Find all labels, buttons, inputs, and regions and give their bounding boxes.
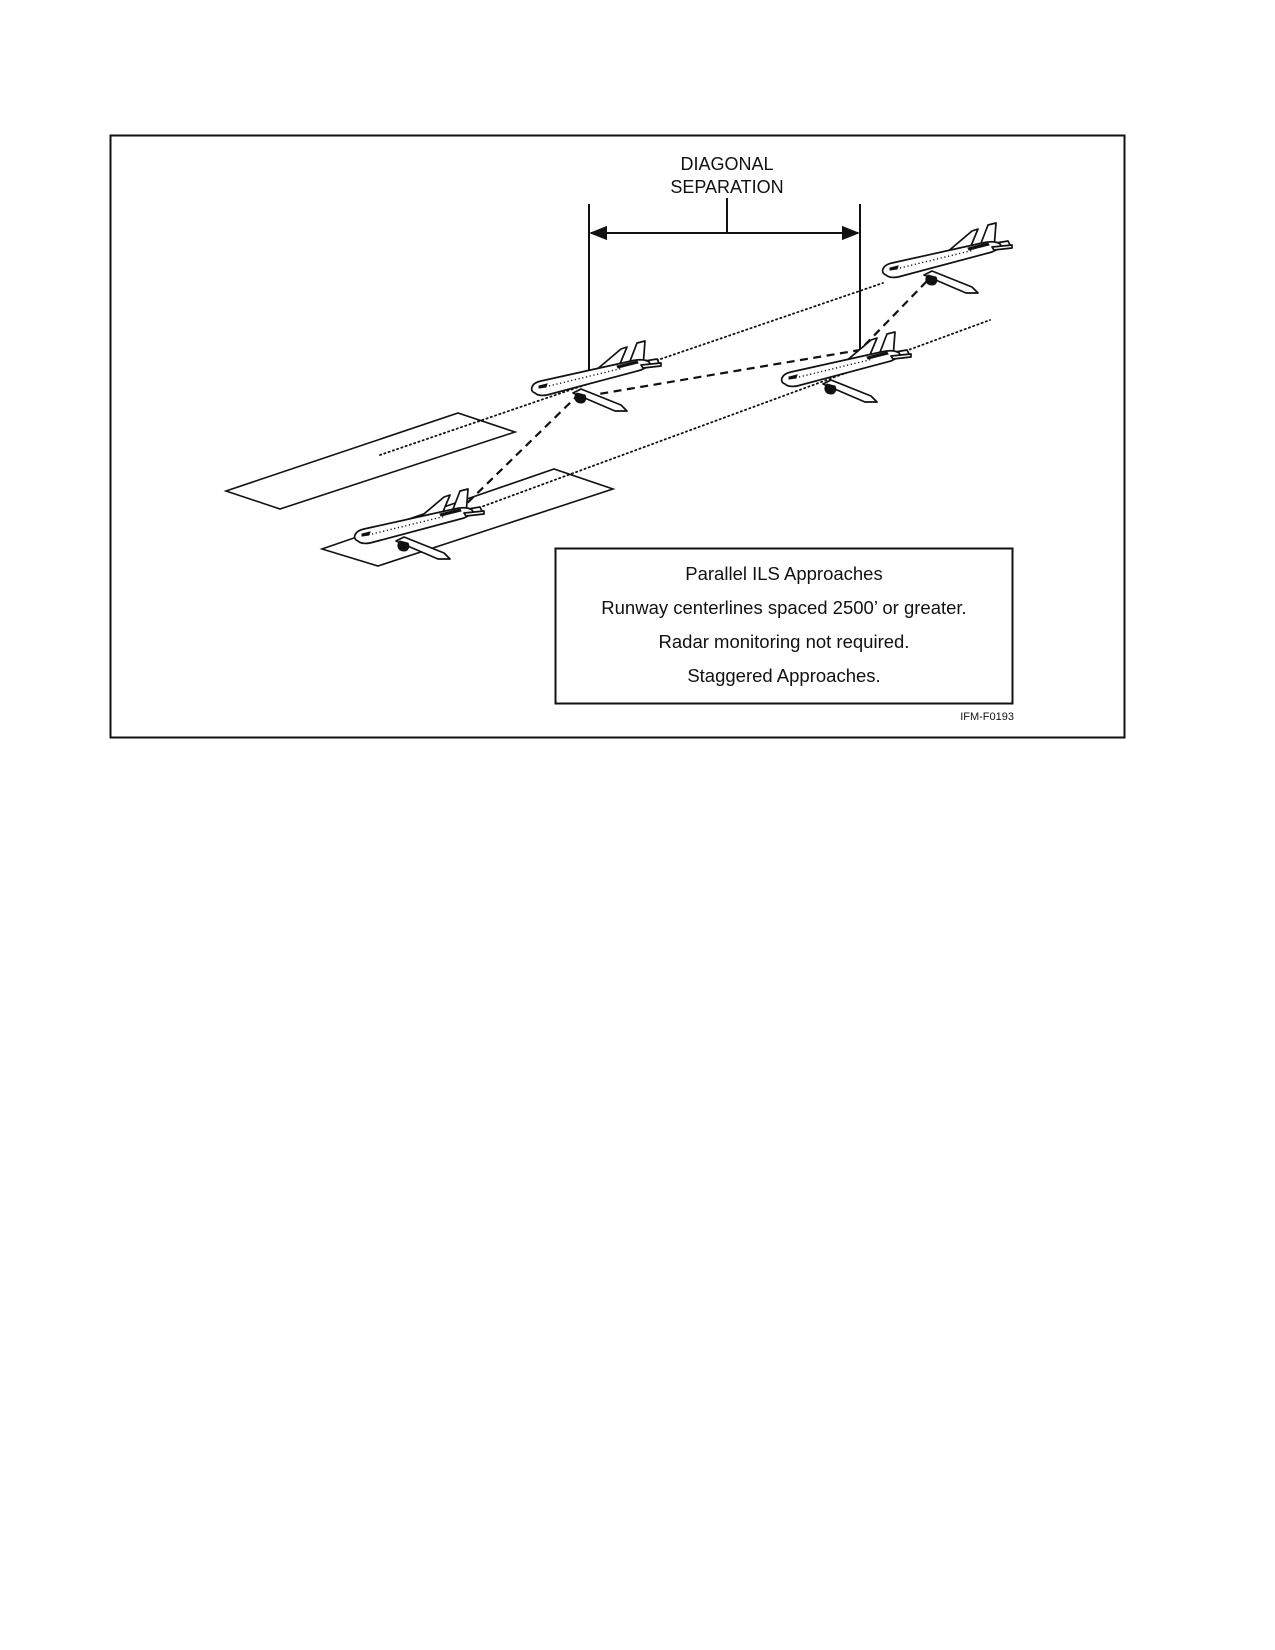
runway-icon xyxy=(223,412,518,510)
info-box-line2: Radar monitoring not required. xyxy=(659,631,910,652)
airplane-icon xyxy=(881,222,1013,294)
info-box-title: Parallel ILS Approaches xyxy=(685,563,882,584)
diagonal-separation-label-line1: DIAGONAL xyxy=(680,154,773,174)
figure-id: IFM-F0193 xyxy=(960,711,1014,723)
figure-frame xyxy=(109,134,1126,739)
diagonal-separation-lines xyxy=(457,279,929,513)
airplane-icon xyxy=(780,331,912,403)
info-box xyxy=(554,547,1014,705)
info-box-line3: Staggered Approaches. xyxy=(687,665,880,686)
info-box-line1: Runway centerlines spaced 2500’ or great… xyxy=(601,597,966,618)
diagonal-separation-label-line2: SEPARATION xyxy=(670,177,783,197)
airplane-icon xyxy=(530,340,662,412)
runway-icon xyxy=(319,468,616,567)
